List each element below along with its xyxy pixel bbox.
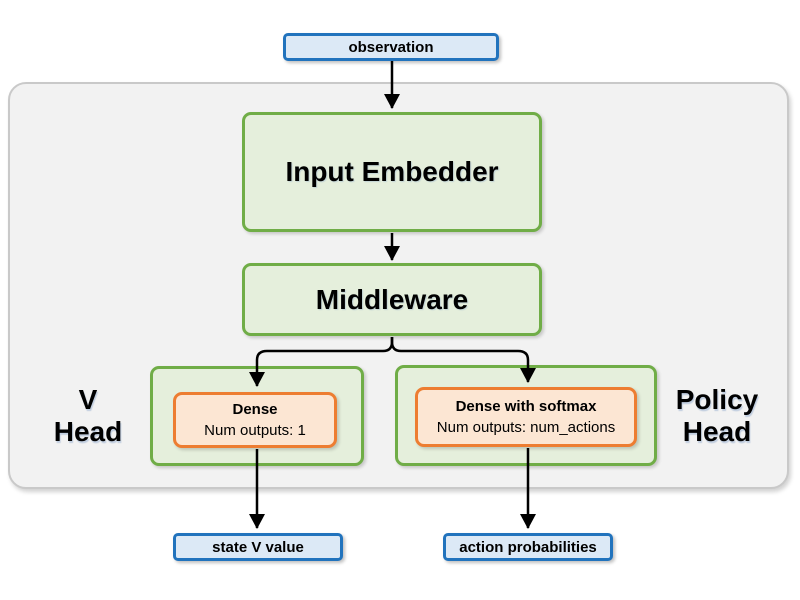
input-embedder-node: Input Embedder <box>242 112 542 232</box>
middleware-node: Middleware <box>242 263 542 336</box>
policy-head-label: Policy Head <box>661 384 773 448</box>
v-head-label-line2: Head <box>53 416 123 447</box>
v-head-dense-detail: Num outputs: 1 <box>204 422 306 439</box>
policy-head-label-line2: Head <box>682 416 752 447</box>
policy-head-dense-detail: Num outputs: num_actions <box>436 419 616 436</box>
policy-head-dense-layer: Dense with softmax Num outputs: num_acti… <box>415 387 637 447</box>
v-head-dense-title: Dense <box>232 401 278 418</box>
action-probabilities-node: action probabilities <box>443 533 613 561</box>
policy-head-label-line1: Policy <box>675 384 759 415</box>
v-head-label: V Head <box>38 384 138 448</box>
state-v-value-node: state V value <box>173 533 343 561</box>
v-head-dense-layer: Dense Num outputs: 1 <box>173 392 337 448</box>
input-embedder-label: Input Embedder <box>285 156 499 187</box>
v-head-label-line1: V <box>78 384 98 415</box>
middleware-label: Middleware <box>315 283 469 315</box>
state-v-value-label: state V value <box>212 538 304 556</box>
observation-node: observation <box>283 33 499 61</box>
observation-label: observation <box>348 38 434 56</box>
action-probabilities-label: action probabilities <box>459 538 597 556</box>
policy-head-dense-title: Dense with softmax <box>455 398 597 415</box>
